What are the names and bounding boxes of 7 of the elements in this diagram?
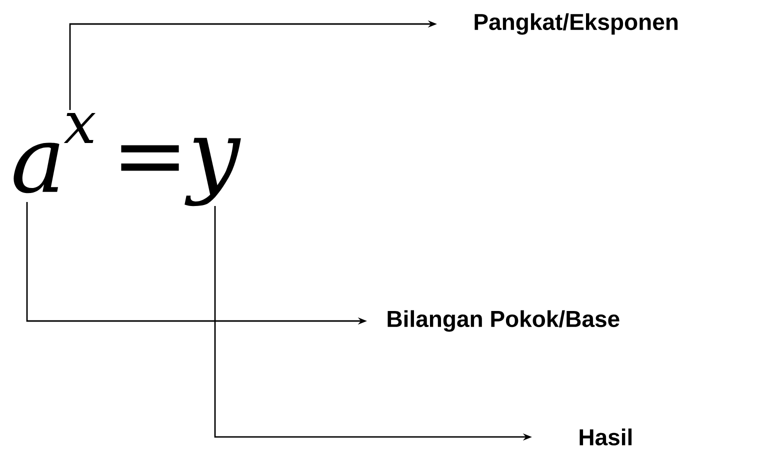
equals-sign: = <box>121 145 179 171</box>
formula-symbol: y <box>184 138 241 206</box>
label-text: Pangkat/Eksponen <box>474 13 678 35</box>
formula-symbol: a <box>14 142 60 194</box>
label-text: Bilangan Pokok/Base <box>388 310 620 332</box>
exponent-symbol: x <box>64 112 96 144</box>
label-text: Hasil <box>580 428 632 446</box>
